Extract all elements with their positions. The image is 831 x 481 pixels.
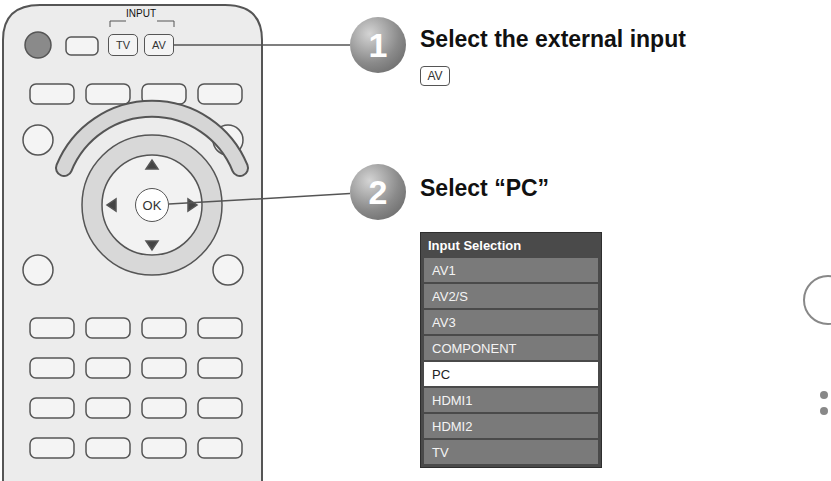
remote-button bbox=[142, 398, 186, 418]
menu-item: HDMI1 bbox=[424, 388, 598, 412]
remote-button bbox=[213, 255, 243, 285]
remote-button bbox=[30, 318, 74, 338]
input-bracket bbox=[110, 21, 126, 27]
remote-button bbox=[25, 32, 51, 58]
input-bracket bbox=[110, 21, 174, 27]
remote-button bbox=[142, 318, 186, 338]
ok-button: OK bbox=[135, 188, 169, 222]
edge-symbol bbox=[820, 407, 828, 415]
remote-button bbox=[30, 84, 74, 104]
remote-button bbox=[86, 398, 130, 418]
node-text: TV bbox=[432, 445, 449, 460]
input-label: INPUT bbox=[124, 9, 158, 19]
remote-button bbox=[23, 125, 53, 155]
node-text: Input Selection bbox=[424, 235, 598, 256]
node-text: 1 bbox=[369, 26, 388, 65]
remote-button bbox=[30, 358, 74, 378]
node-text: COMPONENT bbox=[432, 341, 517, 356]
menu-item: AV1 bbox=[424, 258, 598, 282]
menu-panel: Input SelectionAV1AV2/S AV3COMPONENT PC HDM… bbox=[420, 232, 602, 468]
remote-body bbox=[3, 5, 262, 481]
edge-symbol bbox=[820, 391, 828, 399]
remote-button bbox=[30, 438, 74, 458]
node-text: OK bbox=[143, 198, 162, 213]
direction-pad bbox=[82, 135, 222, 275]
node-text: AV2/S bbox=[432, 289, 468, 304]
menu-item: AV2/S bbox=[424, 284, 598, 308]
remote-button bbox=[30, 398, 74, 418]
remote-button bbox=[198, 438, 242, 458]
direction-pad bbox=[82, 135, 222, 275]
direction-pad bbox=[102, 155, 202, 255]
remote-button bbox=[198, 318, 242, 338]
node-text: 2 bbox=[369, 173, 388, 212]
direction-pad bbox=[188, 199, 197, 211]
remote-body bbox=[3, 5, 262, 481]
direction-pad bbox=[107, 199, 116, 211]
menu-item: COMPONENT bbox=[424, 336, 598, 360]
direction-pad bbox=[146, 160, 158, 169]
step-heading: Select the external input bbox=[420, 28, 686, 51]
node-text: AV bbox=[152, 39, 166, 51]
input-bracket bbox=[157, 21, 174, 27]
remote-button bbox=[23, 32, 243, 458]
step-number: 1 bbox=[350, 17, 406, 73]
node-text: PC bbox=[432, 367, 450, 382]
edge-symbol bbox=[804, 276, 831, 415]
remote-button bbox=[66, 37, 98, 55]
node-text: HDMI2 bbox=[432, 419, 472, 434]
remote-button bbox=[23, 255, 53, 285]
remote-button bbox=[86, 84, 130, 104]
remote-button bbox=[86, 438, 130, 458]
remote-button bbox=[86, 318, 130, 338]
step-heading: Select “PC” bbox=[420, 177, 549, 200]
remote-button bbox=[86, 358, 130, 378]
node-text: AV1 bbox=[432, 263, 456, 278]
node-text: AV3 bbox=[432, 315, 456, 330]
input-button: AV bbox=[144, 34, 174, 56]
remote-button bbox=[142, 358, 186, 378]
menu-item-selected: PC bbox=[424, 362, 598, 386]
node-text: TV bbox=[116, 39, 130, 51]
edge-symbol bbox=[804, 276, 831, 324]
direction-pad bbox=[146, 241, 158, 250]
remote-button bbox=[198, 398, 242, 418]
button-icon: AV bbox=[420, 66, 450, 86]
remote-button bbox=[142, 438, 186, 458]
input-button: TV bbox=[108, 34, 138, 56]
remote-button bbox=[198, 84, 242, 104]
step-number: 2 bbox=[350, 164, 406, 220]
menu-item: AV3 bbox=[424, 310, 598, 334]
node-text: AV bbox=[427, 69, 442, 83]
node-text: HDMI1 bbox=[432, 393, 472, 408]
remote-button bbox=[198, 358, 242, 378]
leader-line bbox=[169, 194, 350, 204]
menu-item: HDMI2 bbox=[424, 414, 598, 438]
leader-line bbox=[174, 44, 350, 46]
menu-item: TV bbox=[424, 440, 598, 464]
